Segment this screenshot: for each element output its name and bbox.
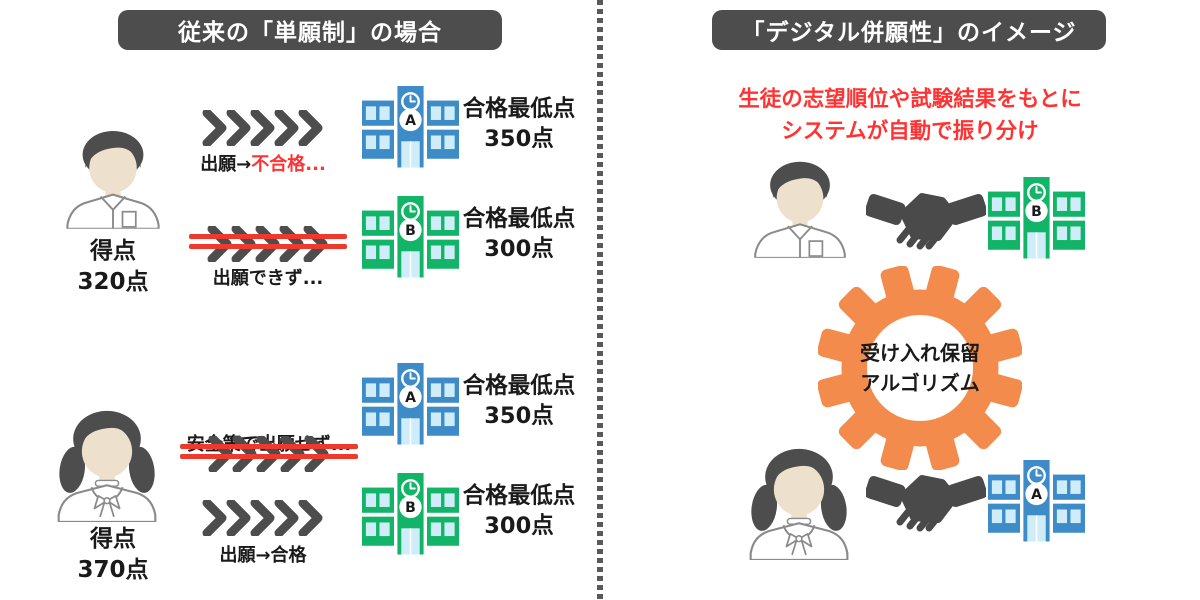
- left-panel-title: 従来の「単願制」の場合: [118, 10, 502, 50]
- score-label: 得点: [90, 238, 136, 264]
- score-value: 320点: [77, 269, 149, 296]
- right-title-text: 「デジタル併願性」のイメージ: [741, 20, 1077, 46]
- blocked-arrows-icon: [189, 220, 347, 264]
- school-icon: B: [362, 473, 459, 555]
- min-score-value: 350点: [484, 126, 554, 153]
- student-boy-icon: [56, 126, 170, 229]
- student2-score: 得点 370点: [38, 524, 188, 586]
- algorithm-line2: アルゴリズム: [860, 371, 980, 395]
- school-icon: A: [362, 363, 459, 445]
- note-line2: システムが自動で振り分け: [781, 119, 1039, 145]
- red-block-bar: [180, 454, 358, 459]
- school-letter: A: [1031, 487, 1042, 503]
- school-letter: B: [405, 223, 416, 239]
- min-score-value: 350点: [484, 403, 554, 430]
- min-score-value: 300点: [484, 236, 554, 263]
- school-letter: B: [1031, 204, 1042, 220]
- red-block-bar: [180, 444, 358, 449]
- red-block-bar: [189, 234, 347, 239]
- algorithm-line1: 受け入れ保留: [860, 341, 980, 365]
- row1-label: 出願→不合格...: [178, 150, 348, 176]
- algorithm-label: 受け入れ保留 アルゴリズム: [818, 266, 1022, 470]
- student-girl-icon: [44, 406, 170, 522]
- right-panel-title: 「デジタル併願性」のイメージ: [712, 10, 1106, 50]
- school-icon: B: [988, 177, 1085, 259]
- row4-label: 出願→合格: [219, 545, 307, 566]
- handshake-icon: [866, 180, 986, 258]
- score-label: 得点: [90, 526, 136, 552]
- red-block-bar: [189, 244, 347, 249]
- min-score-label: 合格最低点: [462, 96, 576, 122]
- school-letter: B: [405, 500, 416, 516]
- school-letter: A: [405, 113, 416, 129]
- school-icon: A: [362, 86, 459, 168]
- dotted-divider: [597, 0, 603, 600]
- note-line1: 生徒の志望順位や試験結果をもとに: [738, 87, 1082, 112]
- school2-min-score: 合格最低点 300点: [456, 204, 582, 265]
- chevron-arrows-icon: [202, 110, 324, 146]
- student1-score: 得点 320点: [38, 236, 188, 298]
- row2-label: 出願できず...: [212, 268, 324, 289]
- school3-min-score: 合格最低点 350点: [456, 371, 582, 432]
- blocked-arrows-icon: [180, 430, 358, 474]
- gear-icon: 受け入れ保留 アルゴリズム: [818, 266, 1022, 470]
- auto-assign-note: 生徒の志望順位や試験結果をもとに システムが自動で振り分け: [655, 84, 1165, 149]
- chevron-arrows-icon: [202, 500, 324, 536]
- min-score-label: 合格最低点: [462, 373, 576, 399]
- handshake-icon: [866, 462, 986, 540]
- row1-label-black: 出願→: [200, 154, 252, 175]
- student-boy-icon: [744, 157, 856, 258]
- score-value: 370点: [77, 557, 149, 584]
- row1-label-red: 不合格...: [251, 154, 326, 175]
- school-icon: A: [988, 460, 1085, 542]
- min-score-label: 合格最低点: [462, 483, 576, 509]
- left-title-text: 従来の「単願制」の場合: [178, 20, 442, 46]
- school-icon: B: [362, 196, 459, 278]
- school-letter: A: [405, 390, 416, 406]
- school1-min-score: 合格最低点 350点: [456, 94, 582, 155]
- min-score-label: 合格最低点: [462, 206, 576, 232]
- min-score-value: 300点: [484, 513, 554, 540]
- school4-min-score: 合格最低点 300点: [456, 481, 582, 542]
